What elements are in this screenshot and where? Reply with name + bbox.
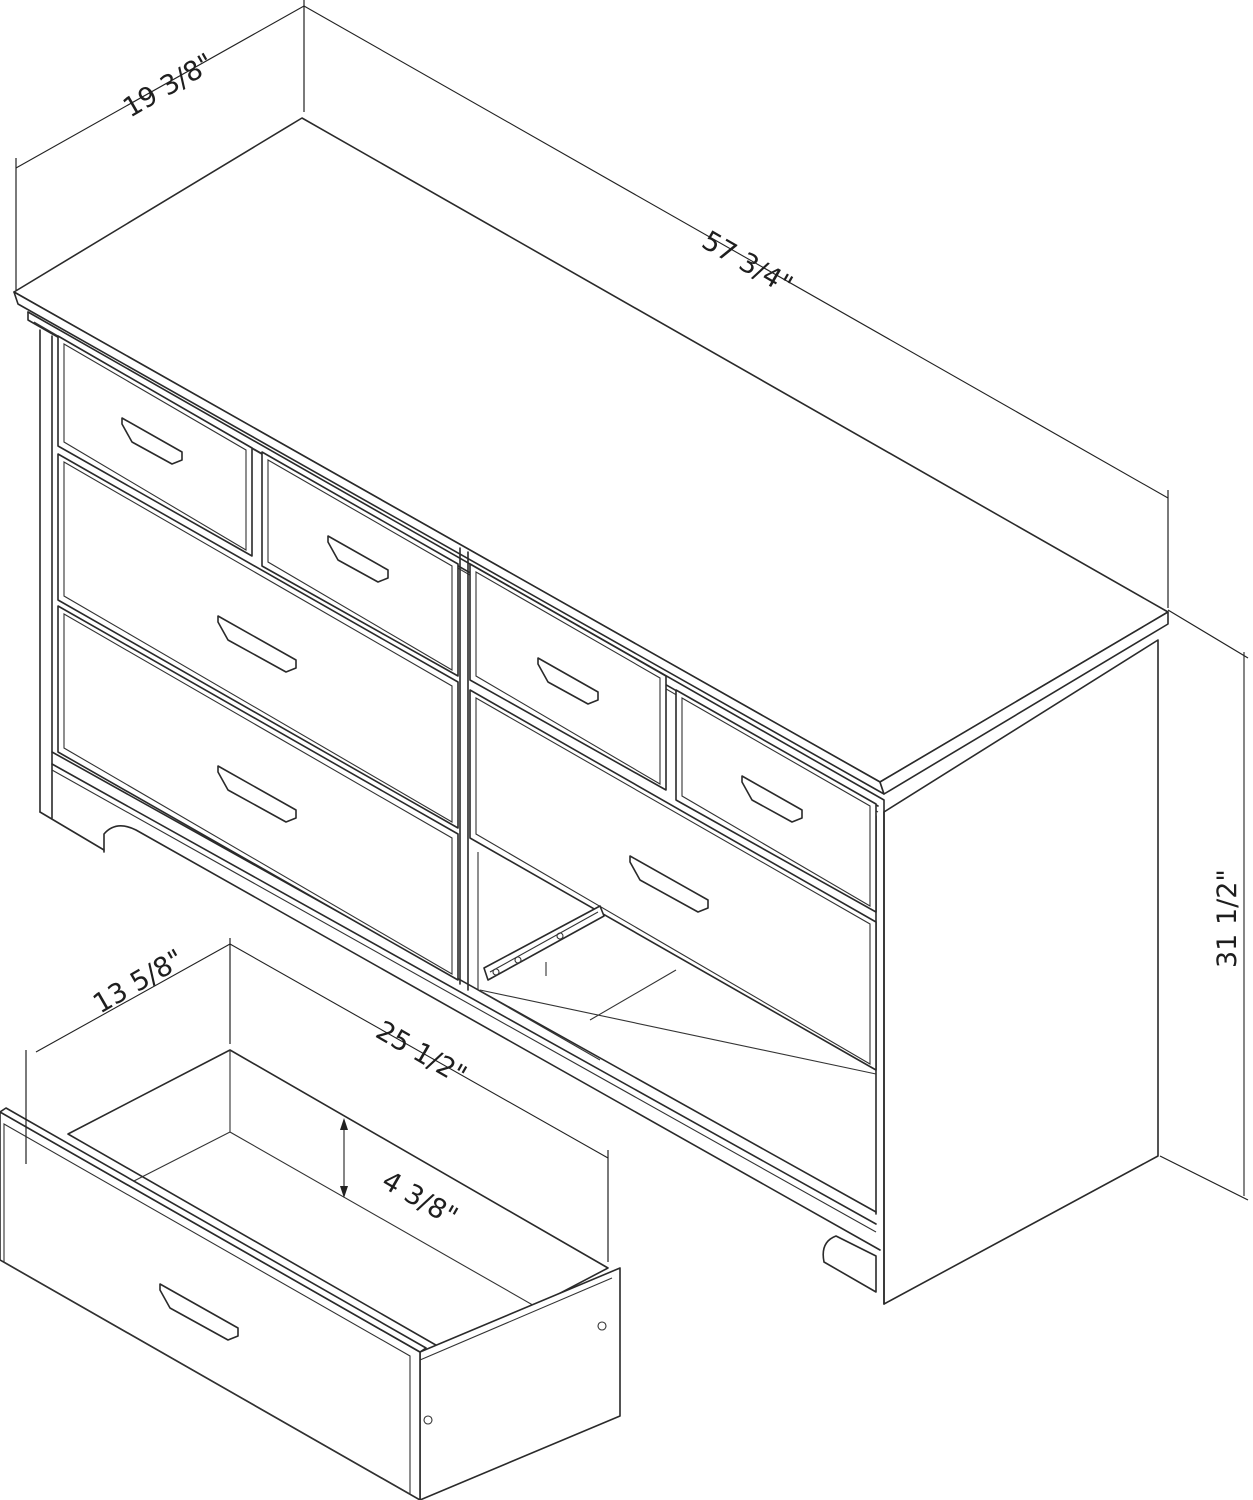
dresser-top	[13, 117, 1169, 813]
drawer-top-left-1	[57, 335, 253, 557]
loose-drawer	[0, 1049, 621, 1500]
dimension-drawer-width-label: 25 1/2"	[371, 1015, 472, 1091]
drawer-handle-6	[741, 775, 803, 823]
drawer-right-middle	[469, 689, 877, 1071]
dimension-height-label: 31 1/2"	[1212, 869, 1243, 968]
drawer-top-right-1	[469, 563, 667, 791]
dimension-width-label: 57 3/4"	[697, 225, 798, 301]
drawer-handle-1	[121, 417, 183, 465]
drawer-handle-7	[629, 855, 709, 913]
loose-drawer-handle	[159, 1283, 239, 1341]
drawer-left-middle	[57, 453, 459, 829]
drawer-handle-5	[537, 657, 599, 705]
dimension-height: 31 1/2"	[1159, 609, 1249, 1201]
drawer-left-bottom	[57, 605, 459, 981]
drawer-handle-4	[217, 765, 297, 823]
drawer-top-right-2	[675, 689, 877, 913]
dimension-depth-label: 19 3/8"	[118, 48, 219, 124]
drawer-slide-rail	[483, 905, 605, 981]
dimension-drawer-depth-label: 13 5/8"	[88, 944, 189, 1020]
drawer-top-left-2	[261, 451, 459, 677]
drawer-cavity	[477, 852, 877, 1075]
drawer-handle-3	[217, 615, 297, 673]
dresser-body	[39, 329, 1159, 1305]
drawer-handle-2	[327, 535, 389, 583]
